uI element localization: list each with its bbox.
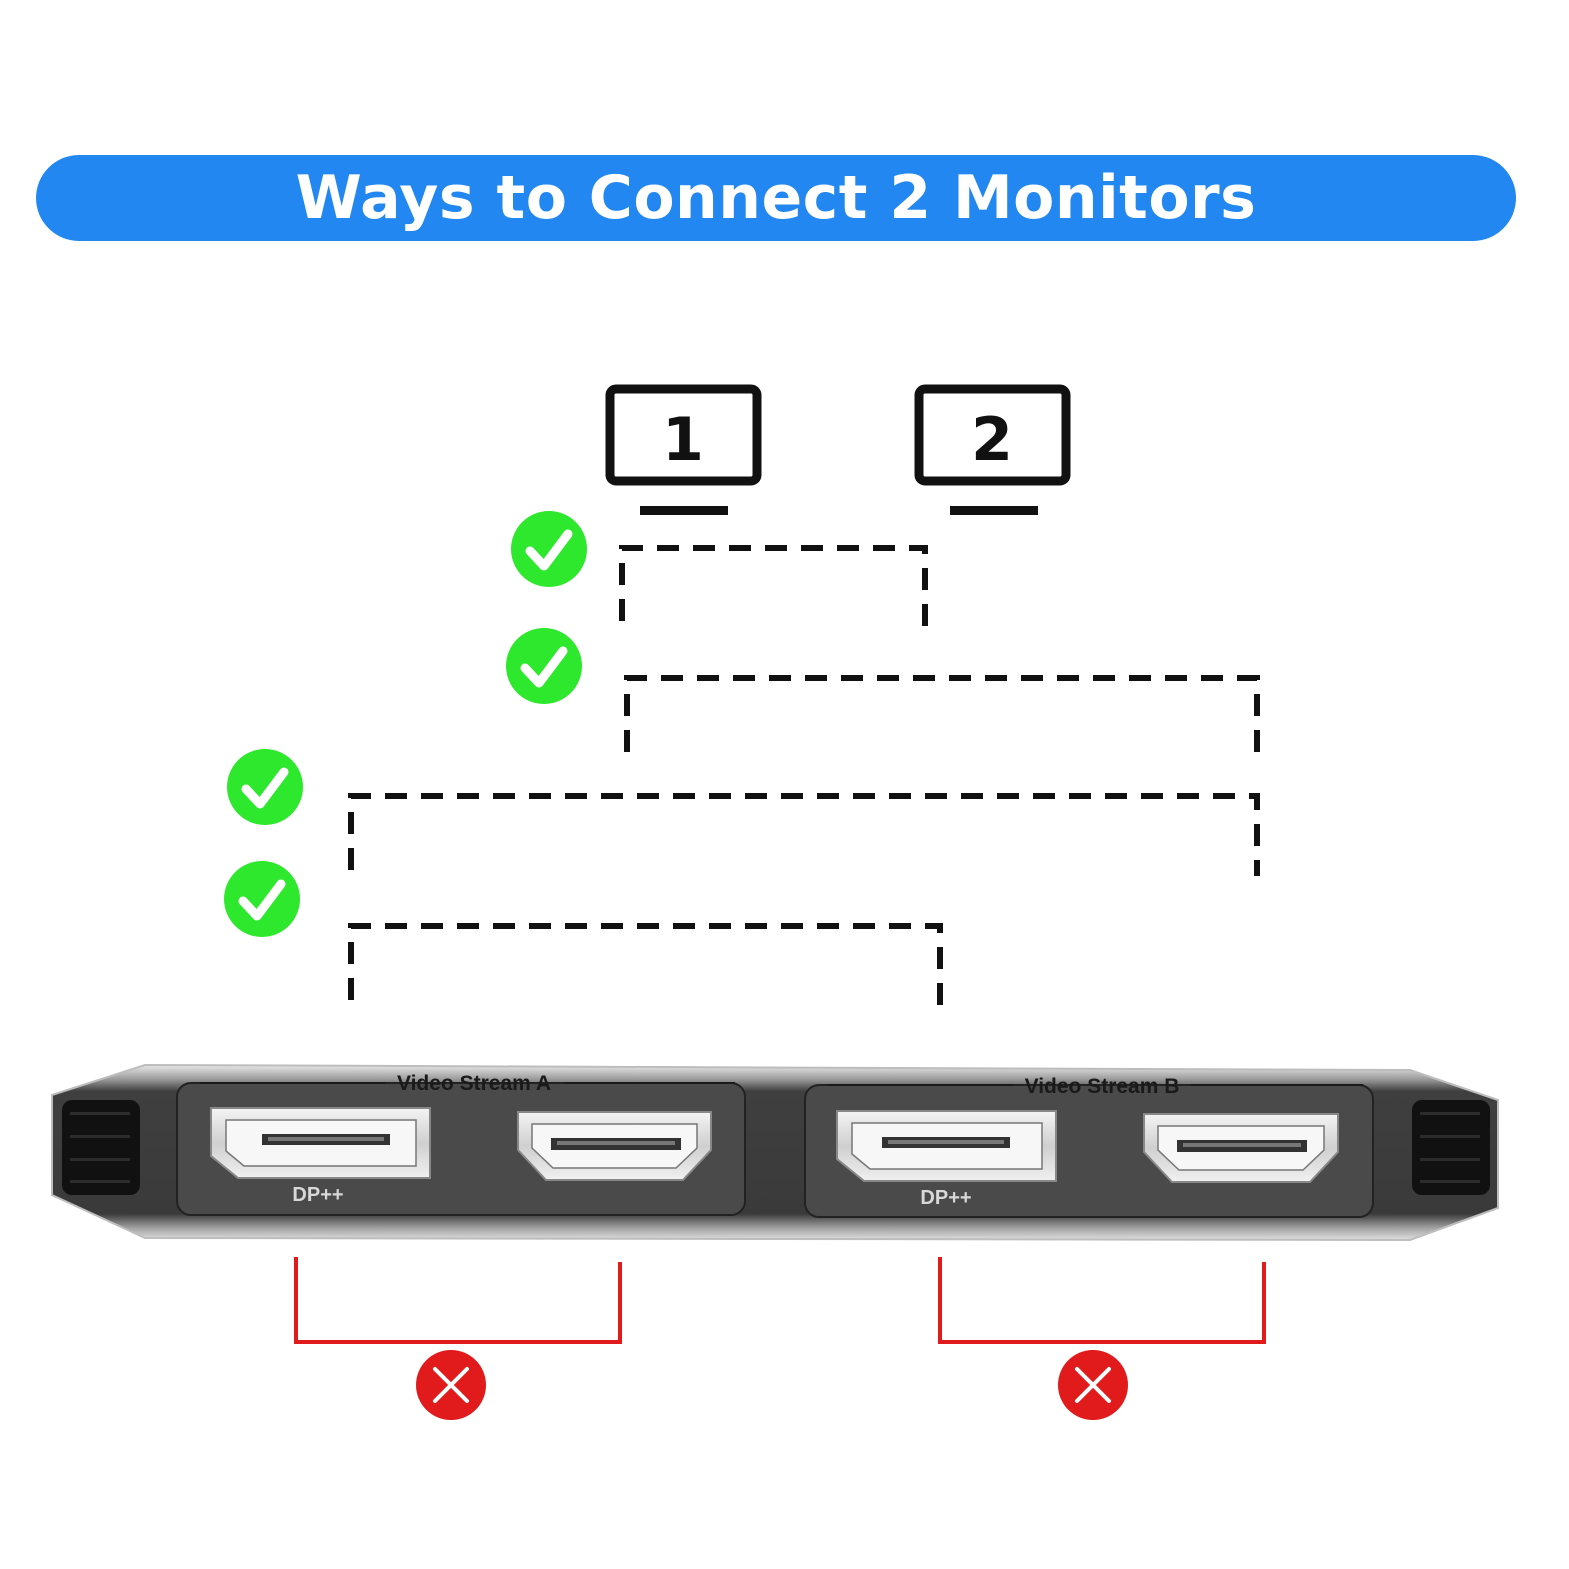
bracket-connection-1 [619,545,928,628]
monitor-2-label: 2 [971,405,1013,475]
hdmi-port-a[interactable] [517,1111,712,1181]
video-stream-b-group: Video Stream B DP++ [804,1075,1374,1218]
dp-port-a-label: DP++ [292,1184,343,1206]
cross-icon [416,1350,486,1420]
monitor-1-label: 1 [662,405,704,475]
monitor-1-screen [605,384,762,486]
check-icon [224,861,300,937]
supported-brackets [348,545,1260,1006]
video-stream-a-group: Video Stream A DP++ [176,1072,746,1216]
check-icon [227,749,303,825]
monitor-1: 1 [605,384,762,515]
unsupported-brackets [294,1257,1266,1344]
monitor-2-screen [914,384,1071,486]
bracket-connection-4 [348,923,943,1006]
displayport-port-a[interactable] [210,1107,431,1179]
check-icon [511,511,587,587]
bracket-connection-2 [624,675,1260,758]
title-banner: Ways to Connect 2 Monitors [36,155,1516,241]
check-icon [506,628,582,704]
monitor-2-stand [950,506,1038,515]
docking-device: Video Stream A DP++ Video Stream B [51,1063,1499,1242]
monitor-2: 2 [914,384,1071,515]
bracket-connection-3 [348,793,1260,876]
right-vent [1412,1100,1490,1195]
left-vent [62,1100,140,1195]
page-title: Ways to Connect 2 Monitors [295,163,1257,233]
bracket-unsupported-a [294,1257,622,1344]
cross-icon [1058,1350,1128,1420]
hdmi-port-b[interactable] [1143,1113,1339,1183]
video-stream-b-label: Video Stream B [1025,1075,1180,1098]
monitor-1-stand [640,506,728,515]
displayport-port-b[interactable] [836,1110,1057,1182]
video-stream-a-label: Video Stream A [397,1072,551,1095]
bracket-unsupported-b [938,1257,1266,1344]
dp-port-b-label: DP++ [920,1187,971,1209]
